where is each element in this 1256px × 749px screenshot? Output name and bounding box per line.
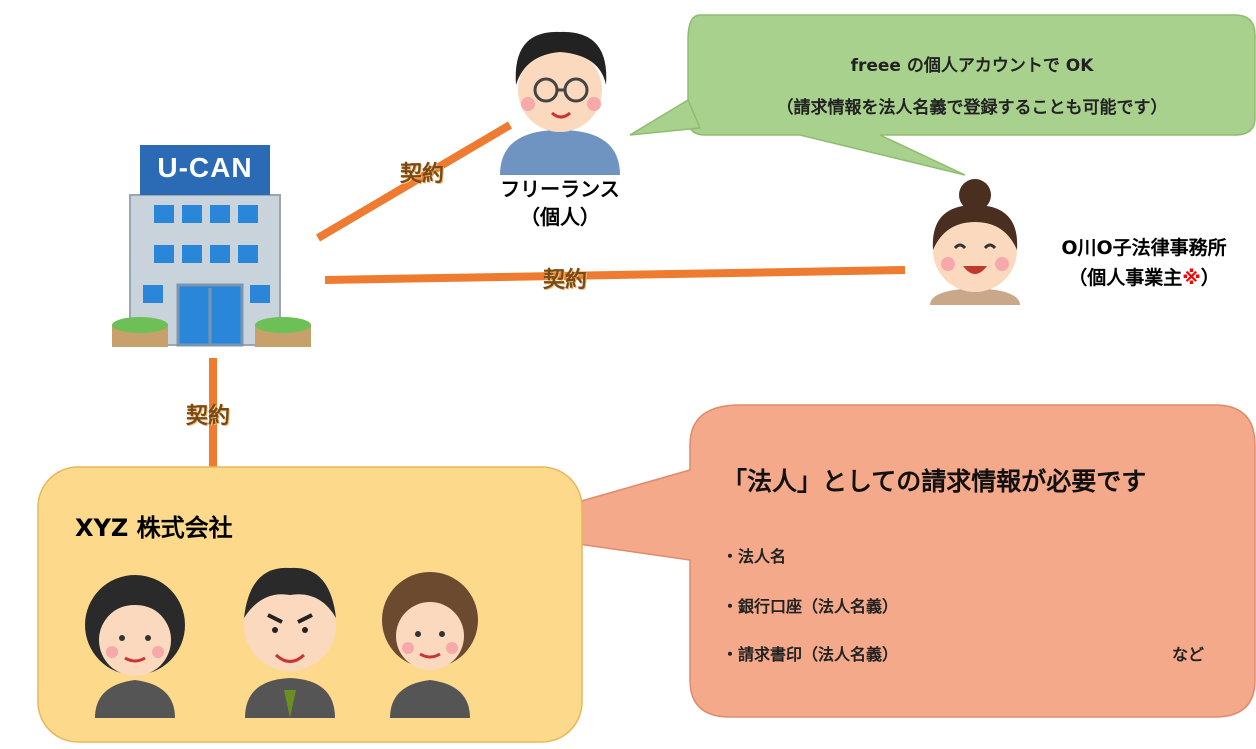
building-icon (112, 145, 311, 347)
salmon-bubble-item-2: ・銀行口座（法人名義） (722, 597, 899, 616)
law-office-mark: ※ (1182, 267, 1201, 289)
salmon-bubble-suffix: など (1172, 645, 1205, 664)
green-bubble-line1: freee の個人アカウントで OK (850, 56, 1094, 76)
salmon-speech-bubble (479, 404, 1256, 718)
law-office-sub: （個人事業主※） (1036, 263, 1252, 293)
contract-line-freelancer (315, 121, 513, 242)
employee-avatar-3 (382, 572, 478, 718)
building-sign: U-CAN (140, 152, 270, 184)
contract-label-company: 契約 (186, 404, 231, 429)
employee-avatar-1 (85, 575, 185, 718)
freelancer-name: フリーランス (500, 177, 620, 201)
salmon-bubble-heading: 「法人」としての請求情報が必要です (722, 467, 1147, 496)
freelancer-sub: （個人） (520, 205, 600, 229)
law-office-sub-close: ） (1200, 267, 1220, 289)
contract-line-law-office (324, 266, 906, 284)
green-speech-bubble (629, 14, 1256, 176)
law-office-sub-open: （個人事業主 (1068, 267, 1183, 289)
building-sign-text: U-CAN (157, 152, 253, 183)
law-office-avatar (930, 179, 1020, 305)
law-office-label: O川O子法律事務所 （個人事業主※） (1036, 233, 1252, 293)
green-bubble-text: freee の個人アカウントで OK （請求情報を法人名義で登録することも可能で… (692, 45, 1252, 129)
salmon-bubble-item-3: ・請求書印（法人名義） (722, 645, 899, 664)
salmon-bubble-item-1: ・法人名 (722, 547, 787, 566)
contract-label-freelancer: 契約 (400, 162, 445, 187)
freelancer-label: フリーランス （個人） (480, 175, 640, 231)
employee-avatar-2 (244, 567, 336, 718)
company-name: XYZ 株式会社 (75, 514, 233, 542)
freelancer-avatar (500, 31, 620, 175)
green-bubble-line2: （請求情報を法人名義で登録することも可能です） (776, 98, 1168, 118)
law-office-name: O川O子法律事務所 (1061, 237, 1227, 259)
contract-label-law-office: 契約 (543, 268, 588, 293)
